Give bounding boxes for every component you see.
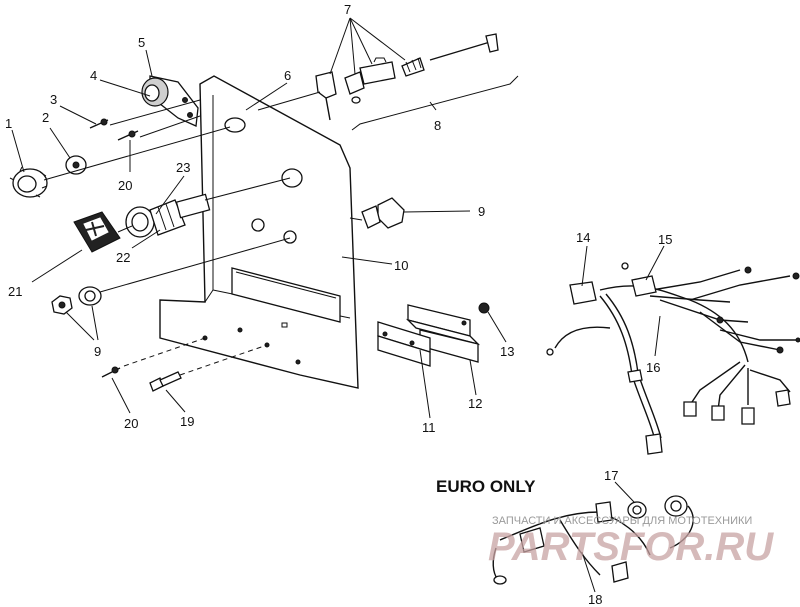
- ignition-switch-part-22: [125, 177, 291, 238]
- screw-part-3: [89, 118, 109, 129]
- screw-part-20-top: [117, 130, 139, 141]
- callout-2: 2: [42, 110, 49, 125]
- euro-only-label: EURO ONLY: [436, 477, 536, 496]
- callout-20-bottom: 20: [124, 416, 138, 431]
- callout-10: 10: [394, 258, 408, 273]
- callout-labels: 1 2 3 4 5 6 7 8 9 9 10 11 12 13 14 15 16…: [5, 2, 672, 607]
- callout-22: 22: [116, 250, 130, 265]
- callout-6: 6: [284, 68, 291, 83]
- callout-23: 23: [176, 160, 190, 175]
- watermark-caption: ЗАПЧАСТИ И АКСЕССУАРЫ ДЛЯ МОТОТЕХНИКИ: [492, 515, 752, 527]
- bracket-part-11: [377, 321, 431, 367]
- nut-part-13: [478, 302, 490, 314]
- watermark: ЗАПЧАСТИ И АКСЕССУАРЫ ДЛЯ МОТОТЕХНИКИ PA…: [488, 515, 774, 569]
- callout-15: 15: [658, 232, 672, 247]
- callout-1: 1: [5, 116, 12, 131]
- callout-16: 16: [646, 360, 660, 375]
- switch-assembly-part-7: [257, 33, 519, 131]
- callout-14: 14: [576, 230, 590, 245]
- decal-part-21: [73, 211, 133, 253]
- leader-lines: [11, 49, 665, 593]
- callout-17: 17: [604, 468, 618, 483]
- indicator-lamp-part-5: [141, 75, 199, 127]
- callout-21: 21: [8, 284, 22, 299]
- nut-part-9-left: [51, 237, 291, 315]
- screw-part-20-bottom: [101, 337, 206, 378]
- callout-5: 5: [138, 35, 145, 50]
- bracket-part-12: [405, 304, 481, 363]
- wiring-harness-part-16: [546, 262, 800, 455]
- callout-9-right: 9: [478, 204, 485, 219]
- callout-18: 18: [588, 592, 602, 607]
- callout-4: 4: [90, 68, 97, 83]
- callout-12: 12: [468, 396, 482, 411]
- callout-8: 8: [434, 118, 441, 133]
- bolt-part-19: [149, 344, 268, 392]
- callout-9-left: 9: [94, 344, 101, 359]
- toggle-switch-part-9: [349, 197, 471, 229]
- callout-7: 7: [344, 2, 351, 17]
- callout-20-top: 20: [118, 178, 132, 193]
- callout-3: 3: [50, 92, 57, 107]
- nut-part-1: [9, 166, 48, 198]
- dash-panel: [159, 75, 359, 389]
- callout-13: 13: [500, 344, 514, 359]
- washer-part-17: [627, 495, 694, 549]
- euro-harness-part-18: [492, 501, 651, 585]
- callout-11: 11: [422, 420, 436, 435]
- watermark-brand: PARTSFOR.RU: [488, 525, 774, 569]
- callout-19: 19: [180, 414, 194, 429]
